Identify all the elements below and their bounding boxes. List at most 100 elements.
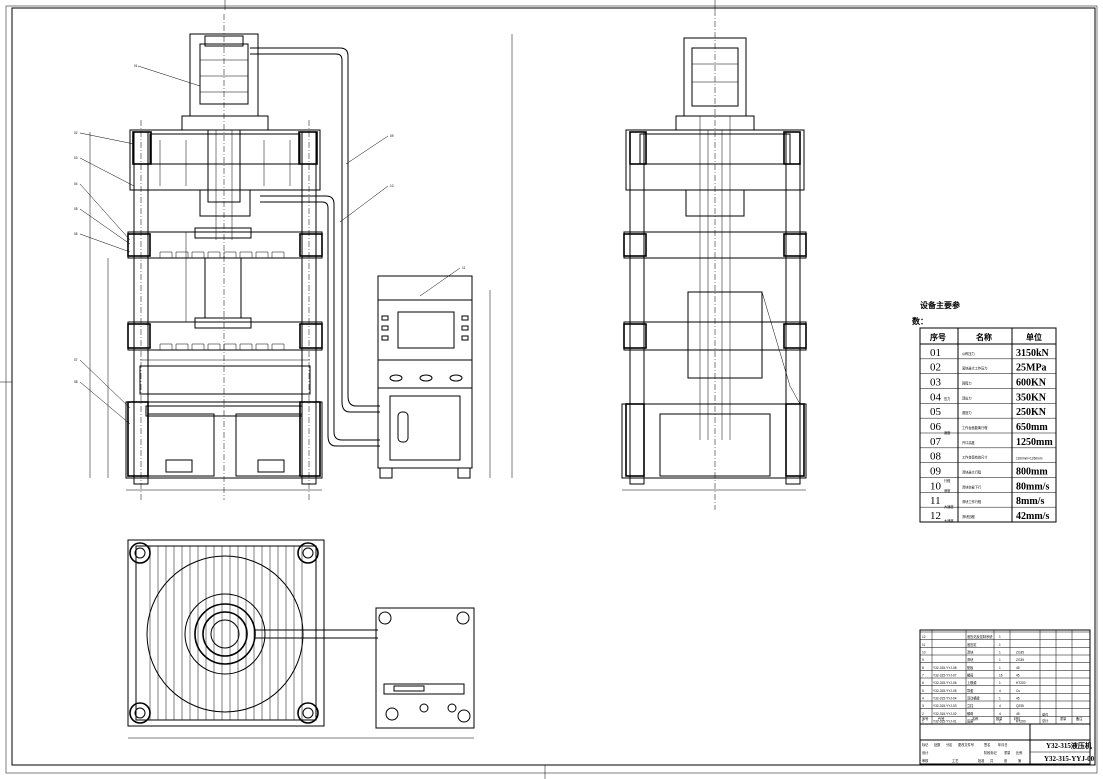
bom-row-qty: 4	[999, 712, 1001, 716]
bom-row-no: 1	[922, 720, 924, 724]
spec-row-no: 01	[930, 347, 941, 359]
bom-row-name: 液压缸	[967, 642, 977, 647]
spec-row-name: 工作台面距离行程	[962, 425, 988, 430]
spec-row-name: 液体最大工作压力	[962, 366, 988, 371]
spec-row-value: 42mm/s	[1016, 511, 1049, 522]
spec-row-name: 回程力	[962, 381, 972, 386]
spec-row-no: 08	[930, 451, 942, 463]
spec-row-name: 滑块空载下行	[962, 484, 982, 489]
spec-row-value: 800mm	[1016, 467, 1048, 478]
bom-row-qty: 4	[999, 704, 1001, 708]
callout-label: 06	[74, 232, 78, 236]
spec-row-name: 顶出力	[962, 395, 972, 400]
bom-row-material: 45	[1016, 674, 1020, 678]
bom-row-material: HT200	[1016, 681, 1026, 685]
bom-row-name: 活动横梁	[967, 696, 981, 701]
bom-row-qty: 4	[999, 689, 1001, 693]
tb-label-zone: 分区	[946, 742, 953, 747]
bom-row-qty: 1	[999, 651, 1001, 655]
bom-row-name: 滑块	[967, 657, 974, 662]
bom-row-no: 4	[922, 697, 924, 701]
bom-header-weight: 重量	[1060, 716, 1067, 721]
bom-row-qty: 1	[999, 697, 1001, 701]
spec-row-value: 80mm/s	[1016, 481, 1049, 492]
callout-label: 01	[134, 64, 138, 68]
spec-row-name: 开口高度	[962, 440, 976, 445]
bom-row-no: 6	[922, 681, 924, 685]
spec-row-name: 滑块最大行程	[962, 470, 982, 475]
spec-row-value: 1160mm×1260mm	[1016, 457, 1043, 461]
spec-row-value: 250KN	[1016, 407, 1047, 418]
bom-row-qty: 1	[999, 720, 1001, 724]
top-view	[127, 539, 475, 739]
spec-row-value: 25MPa	[1016, 363, 1047, 374]
spec-row-value: 600KN	[1016, 378, 1047, 389]
side-view	[621, 10, 807, 510]
tb-label-mark: 标记	[922, 742, 929, 747]
bom-header-name: 名称	[972, 716, 979, 721]
spec-table-title: 设备主要参	[920, 300, 961, 310]
bom-row-no: 5	[922, 689, 924, 693]
bom-row-code: Y32-315-YYJ-08	[933, 666, 957, 670]
callout-label: 02	[74, 131, 78, 135]
bom-row-code: Y32-315-YYJ-01	[933, 720, 957, 724]
bom-header-qty: 数量	[996, 716, 1003, 721]
callout-label: 10	[390, 184, 394, 188]
bom-row-name: 上横梁	[967, 680, 977, 685]
tb-label-sign: 签名	[984, 742, 990, 747]
spec-table-title-2: 数：	[912, 316, 928, 326]
bom-row-no: 10	[922, 651, 926, 655]
tb-label-design: 设计	[922, 750, 929, 755]
tb-label-doc: 更改文件号	[958, 742, 974, 747]
callout-label: 04	[74, 182, 78, 186]
bom-header-no: 序号	[922, 716, 928, 721]
bom-row-material: Cu	[1016, 689, 1020, 693]
spec-row-name: 公称压力	[962, 351, 975, 356]
bom-row-code: Y32-315-YYJ-04	[933, 697, 957, 701]
callout-label: 07	[74, 358, 78, 362]
callout-label: 08	[74, 380, 78, 384]
bom-header-mat: 材料	[1014, 716, 1021, 721]
bom-row-name: 螺母	[967, 711, 973, 716]
bom-row-qty: 1	[999, 666, 1001, 670]
bom-row-code: Y32-315-YYJ-03	[933, 704, 957, 708]
bom-row-code: Y32-315-YYJ-05	[933, 689, 957, 693]
bom-row-code: Y32-315-YYJ-02	[933, 712, 957, 716]
bom-row-name: 液压站及控制系统	[967, 634, 993, 639]
tb-label-stage: 阶段标记	[984, 750, 998, 755]
spec-row-value: 350KN	[1016, 392, 1047, 403]
bom-row-no: 9	[922, 658, 924, 662]
tb-label-count: 处数	[934, 742, 941, 747]
bom-header-total: 总计	[1042, 718, 1049, 723]
spec-col-name: 名称	[976, 332, 992, 342]
spec-row-name: 工作台面有效尺寸	[962, 455, 988, 460]
bom-row-material: HT200	[1016, 720, 1026, 724]
bom-row-code: Y32-315-YYJ-07	[933, 674, 957, 678]
callout-label: 05	[74, 207, 78, 211]
spec-side-note: 大速度	[944, 504, 954, 509]
tb-label-weight: 重量	[1004, 750, 1011, 755]
spec-side-note: 行程	[944, 478, 951, 483]
spec-row-no: 09	[930, 466, 942, 478]
bom-row-no: 12	[922, 635, 926, 639]
spec-row-value: 1250mm	[1016, 437, 1053, 448]
spec-row-value: 8mm/s	[1016, 496, 1044, 507]
callout-label: 09	[390, 134, 394, 138]
bom-row-name: 滑块	[967, 650, 974, 655]
spec-side-note: 压力	[944, 396, 950, 401]
bom-row-no: 8	[922, 666, 924, 670]
callout-label: 11	[462, 266, 466, 270]
drawing-number: Y32-315-YYJ-00	[1044, 755, 1095, 763]
spec-row-value: 650mm	[1016, 422, 1048, 433]
bom-row-material: 45	[1016, 697, 1020, 701]
spec-row-name: 滑块工作行程	[962, 499, 982, 504]
bom-row-qty: 16	[999, 674, 1003, 678]
bom-header-note: 备注	[1076, 716, 1083, 721]
bom-row-qty: 1	[999, 643, 1001, 647]
bom-row-material: 45	[1016, 666, 1020, 670]
spec-col-no: 序号	[930, 332, 946, 342]
